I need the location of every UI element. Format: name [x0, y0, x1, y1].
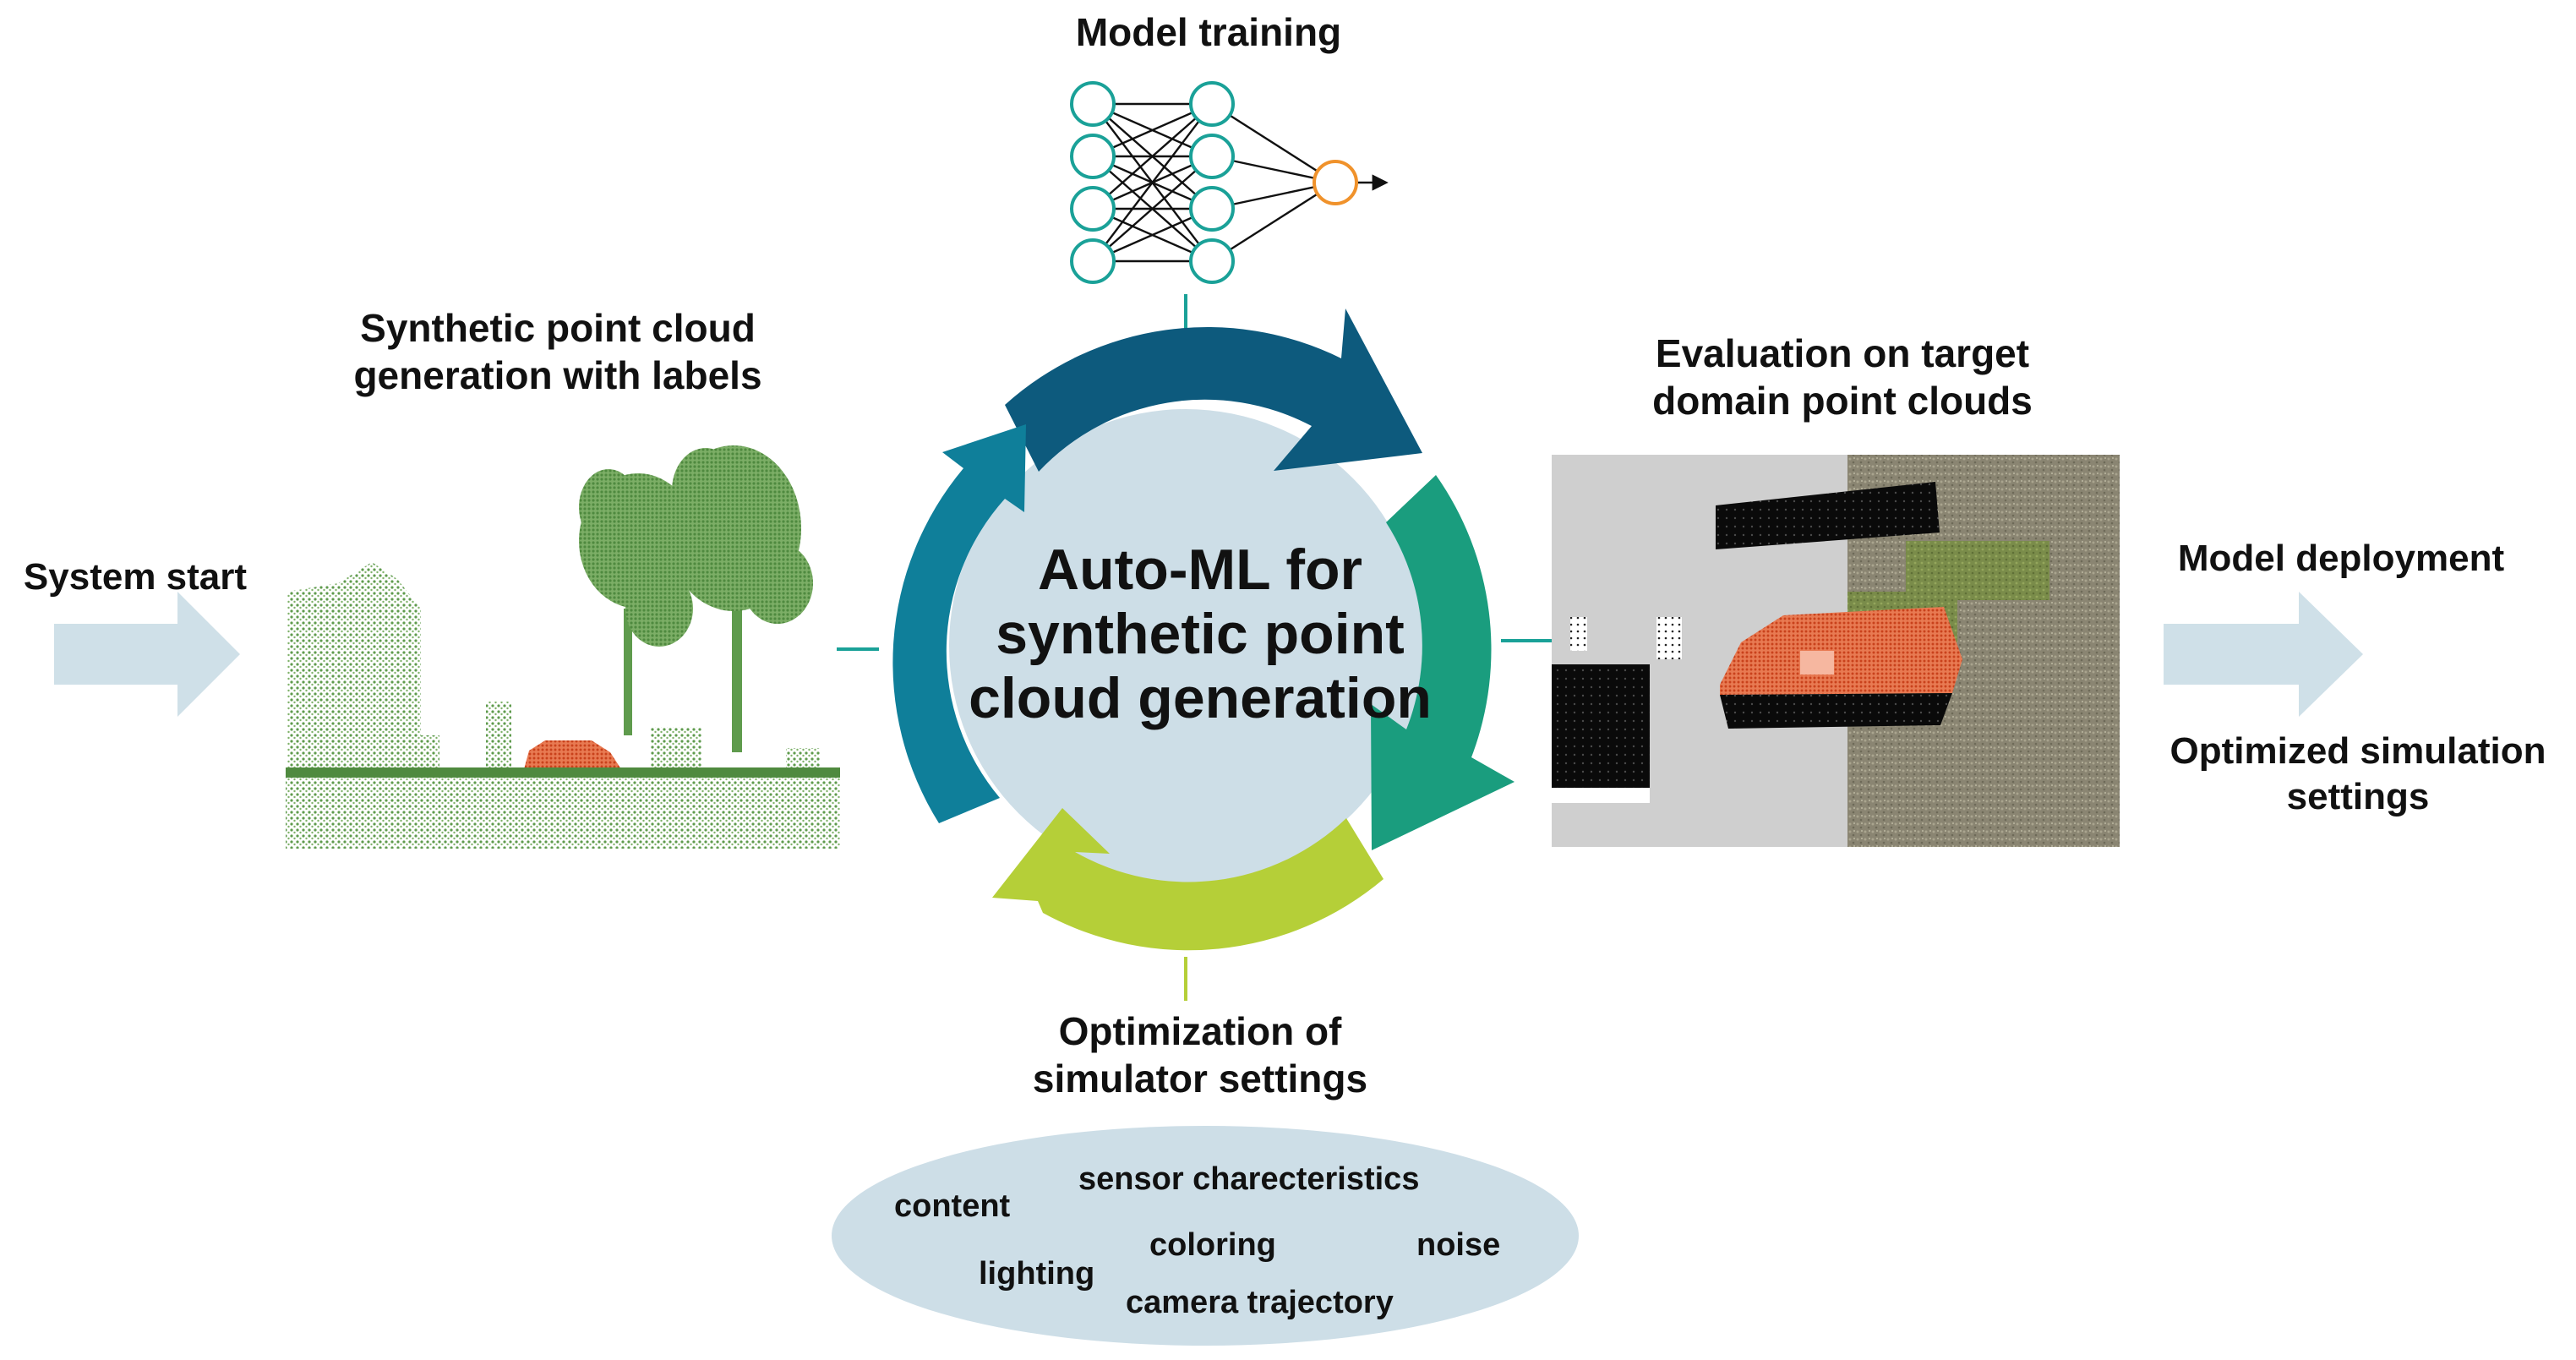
evaluation-line2: domain point clouds	[1652, 379, 2033, 423]
cycle-arrow-right	[1371, 475, 1514, 850]
optimization-label: Optimization of simulator settings	[913, 1008, 1487, 1102]
center-circle	[949, 409, 1422, 882]
neural-network-icon	[1070, 81, 1389, 284]
model-deployment-text: Model deployment	[2177, 538, 2505, 579]
evaluation-line1: Evaluation on target	[1655, 331, 2030, 375]
center-title: Auto-ML for synthetic point cloud genera…	[938, 538, 1462, 730]
optimization-line1: Optimization of	[1058, 1009, 1342, 1053]
optimized-settings-line1: Optimized simulation	[2169, 730, 2546, 772]
keyword-sensor: sensor charecteristics	[1078, 1161, 1420, 1197]
optimized-settings-label: Optimized simulation settings	[2130, 729, 2576, 819]
center-title-line1: Auto-ML for	[1038, 538, 1362, 602]
point-cloud-scene-image	[286, 445, 840, 849]
model-training-label: Model training	[955, 8, 1462, 56]
keyword-camera: camera trajectory	[1126, 1285, 1394, 1320]
cycle-arrow-left	[892, 424, 1026, 823]
keyword-coloring: coloring	[1149, 1227, 1276, 1263]
system-start-text: System start	[23, 556, 248, 598]
optimization-line2: simulator settings	[1032, 1057, 1368, 1101]
system-start-arrow	[54, 592, 240, 717]
optimized-settings-line2: settings	[2286, 775, 2430, 817]
evaluation-scene-image	[1552, 455, 2120, 847]
keyword-content: content	[894, 1188, 1011, 1224]
model-deployment-arrow	[2164, 592, 2363, 717]
center-title-line2: synthetic point	[996, 602, 1405, 667]
cycle-arrow-bottom	[992, 808, 1384, 951]
keyword-noise: noise	[1416, 1227, 1501, 1263]
synthetic-generation-line2: generation with labels	[353, 353, 762, 398]
model-training-text: Model training	[1075, 10, 1342, 54]
evaluation-label: Evaluation on target domain point clouds	[1547, 330, 2138, 424]
synthetic-generation-label: Synthetic point cloud generation with la…	[254, 304, 862, 399]
system-start-label: System start	[0, 554, 270, 600]
cycle-arrow-top	[1005, 309, 1422, 472]
center-title-line3: cloud generation	[969, 666, 1432, 731]
synthetic-generation-line1: Synthetic point cloud	[360, 306, 756, 350]
model-deployment-label: Model deployment	[2130, 536, 2552, 582]
keyword-lighting: lighting	[979, 1256, 1095, 1292]
settings-oval	[832, 1126, 1579, 1346]
